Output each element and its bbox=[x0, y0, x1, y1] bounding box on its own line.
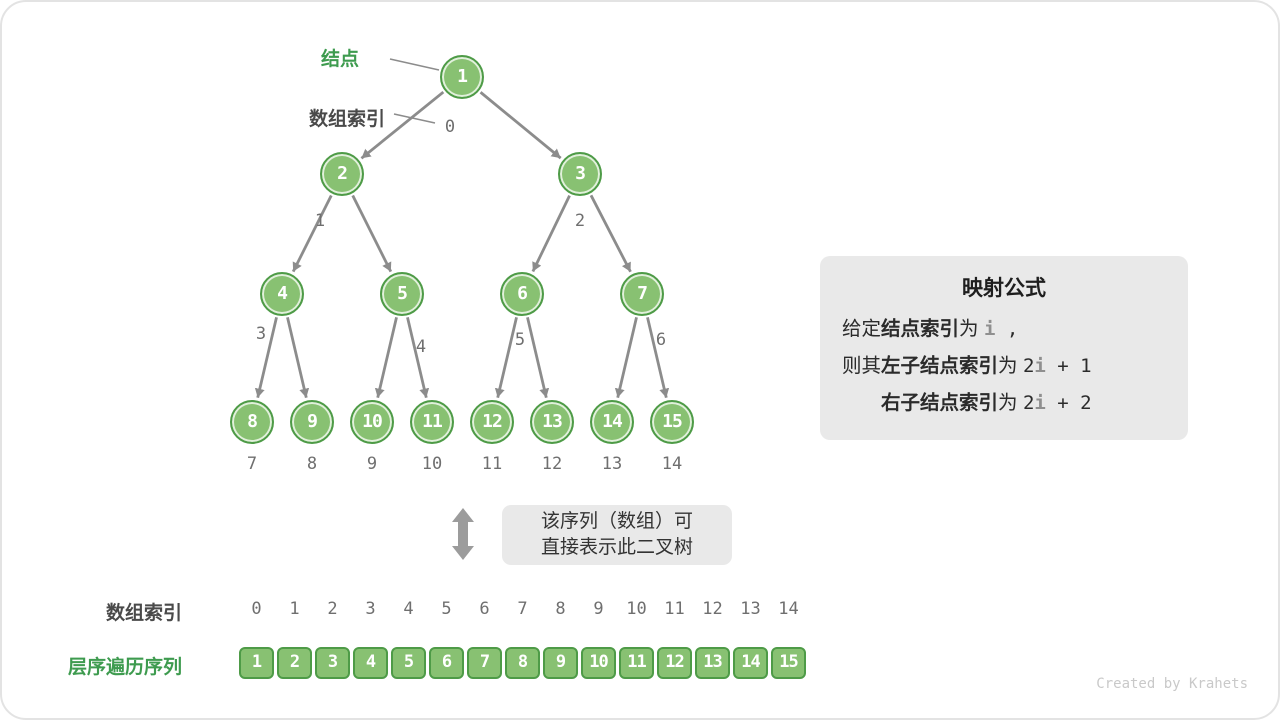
tree-node: 2 bbox=[320, 152, 364, 196]
formula-segment: , bbox=[995, 318, 1019, 340]
tree-node-index: 14 bbox=[661, 454, 683, 474]
tree-node-index: 8 bbox=[306, 454, 318, 474]
array-index-cell: 9 bbox=[593, 599, 604, 619]
formula-segment: 则其 bbox=[842, 355, 882, 377]
sequence-cell: 3 bbox=[315, 647, 350, 679]
tree-node: 1 bbox=[440, 55, 484, 99]
array-index-callout-label: 数组索引 bbox=[309, 109, 386, 130]
sequence-cell: 7 bbox=[467, 647, 502, 679]
array-index-cell: 10 bbox=[626, 599, 647, 619]
sequence-cell: 4 bbox=[353, 647, 388, 679]
sequence-cell: 2 bbox=[277, 647, 312, 679]
formula-title: 映射公式 bbox=[962, 277, 1046, 300]
tree-node: 9 bbox=[290, 400, 334, 444]
tree-node-index: 11 bbox=[481, 454, 503, 474]
array-index-cell: 5 bbox=[441, 599, 452, 619]
array-index-cell: 0 bbox=[251, 599, 262, 619]
formula-segment: 2 bbox=[1022, 355, 1035, 377]
tree-node-index: 5 bbox=[514, 330, 526, 350]
sequence-row-label: 层序遍历序列 bbox=[67, 657, 182, 678]
tree-node: 3 bbox=[558, 152, 602, 196]
formula-line-1: 给定结点索引为 i , bbox=[842, 311, 1166, 348]
tree-node-index: 4 bbox=[415, 337, 427, 357]
array-index-cell: 1 bbox=[289, 599, 300, 619]
formula-segment: 左子结点索引 bbox=[881, 355, 999, 377]
tree-node-index: 10 bbox=[421, 454, 443, 474]
sequence-cell: 12 bbox=[657, 647, 692, 679]
tree-node-index: 7 bbox=[246, 454, 258, 474]
note-line-1: 该序列（数组）可 bbox=[540, 511, 693, 532]
array-index-cell: 4 bbox=[403, 599, 414, 619]
array-index-cell: 11 bbox=[664, 599, 685, 619]
tree-node-index: 6 bbox=[655, 330, 667, 350]
formula-code-i: i bbox=[983, 318, 996, 340]
sequence-cell: 10 bbox=[581, 647, 616, 679]
array-index-cell: 8 bbox=[555, 599, 566, 619]
array-index-cell: 13 bbox=[740, 599, 761, 619]
array-index-cell: 14 bbox=[778, 599, 799, 619]
tree-node: 13 bbox=[530, 400, 574, 444]
tree-node: 10 bbox=[350, 400, 394, 444]
formula-code-i: i bbox=[1034, 392, 1046, 414]
sequence-cell: 6 bbox=[429, 647, 464, 679]
formula-line-3: 右子结点索引为 2i + 2 bbox=[842, 385, 1166, 422]
tree-node: 15 bbox=[650, 400, 694, 444]
tree-node: 6 bbox=[500, 272, 544, 316]
tree-node: 14 bbox=[590, 400, 634, 444]
tree-node: 8 bbox=[230, 400, 274, 444]
sequence-cell: 14 bbox=[733, 647, 768, 679]
formula-segment: 右子结点索引 bbox=[881, 392, 999, 414]
tree-node-index: 0 bbox=[444, 117, 456, 137]
formula-code-i: i bbox=[1034, 355, 1046, 377]
updown-arrow-icon bbox=[451, 508, 475, 565]
tree-node-index: 13 bbox=[601, 454, 623, 474]
formula-segment: 2 bbox=[1022, 392, 1035, 414]
tree-node-index: 3 bbox=[255, 324, 267, 344]
tree-node-index: 12 bbox=[541, 454, 563, 474]
note-line-2: 直接表示此二叉树 bbox=[540, 537, 693, 558]
sequence-cell: 15 bbox=[771, 647, 806, 679]
formula-segment: + 2 bbox=[1045, 392, 1092, 414]
sequence-cell: 9 bbox=[543, 647, 578, 679]
tree-node-index: 2 bbox=[574, 211, 586, 231]
formula-segment: 为 bbox=[959, 318, 984, 340]
formula-segment: 为 bbox=[998, 355, 1023, 377]
tree-node: 5 bbox=[380, 272, 424, 316]
tree-node: 7 bbox=[620, 272, 664, 316]
tree-node: 12 bbox=[470, 400, 514, 444]
sequence-cell: 1 bbox=[239, 647, 274, 679]
formula-line-2: 则其左子结点索引为 2i + 1 bbox=[842, 348, 1166, 385]
sequence-cell: 11 bbox=[619, 647, 654, 679]
formula-segment: 结点索引 bbox=[881, 318, 960, 340]
tree-node: 11 bbox=[410, 400, 454, 444]
array-index-row-label: 数组索引 bbox=[105, 603, 182, 624]
array-index-cell: 7 bbox=[517, 599, 528, 619]
note-box: 该序列（数组）可 直接表示此二叉树 bbox=[502, 505, 732, 565]
array-index-cell: 12 bbox=[702, 599, 723, 619]
array-index-cell: 2 bbox=[327, 599, 338, 619]
array-index-cell: 3 bbox=[365, 599, 376, 619]
tree-node-index: 9 bbox=[366, 454, 378, 474]
formula-panel: 映射公式 给定结点索引为 i , 则其左子结点索引为 2i + 1 右子结点索引… bbox=[820, 256, 1188, 440]
array-index-cell: 6 bbox=[479, 599, 490, 619]
formula-segment: 为 bbox=[998, 392, 1023, 414]
formula-segment: + 1 bbox=[1045, 355, 1092, 377]
sequence-cell: 8 bbox=[505, 647, 540, 679]
credit-watermark: Created by Krahets bbox=[1096, 676, 1248, 692]
tree-node: 4 bbox=[260, 272, 304, 316]
formula-segment: 给定 bbox=[842, 318, 882, 340]
tree-node-index: 1 bbox=[314, 211, 326, 231]
sequence-cell: 13 bbox=[695, 647, 730, 679]
sequence-cell: 5 bbox=[391, 647, 426, 679]
node-callout-label: 结点 bbox=[321, 49, 360, 70]
